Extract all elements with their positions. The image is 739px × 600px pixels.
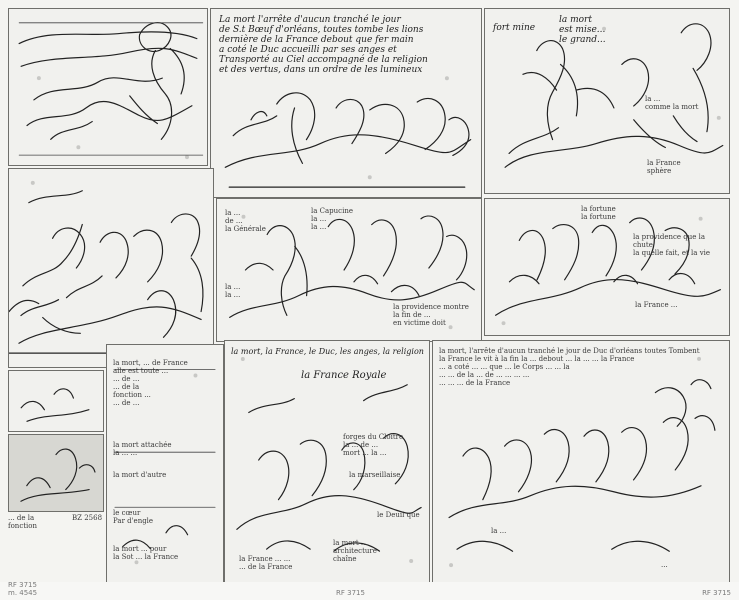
note-inset-label: ... de la fonction	[8, 514, 38, 530]
figure-sketch-right-middle	[495, 216, 721, 326]
note-lower-left-block: la mort, ... de France alle est toute ..…	[113, 359, 188, 407]
note-top-right-mid: la mort est mise... le grand...	[559, 15, 606, 45]
figure-sketch-top-center	[224, 76, 472, 188]
note-lower-mid-4: la mort ... pour la Sot ... la France	[113, 545, 179, 561]
note-lower-mid-5: la France ... ... ... de la France	[239, 555, 293, 571]
bottom-strip	[0, 582, 739, 600]
inset-sketch	[8, 434, 104, 512]
note-lower-mid-3: le cœur Par d'engle	[113, 509, 154, 525]
sketch-panel-top-center: La mort l'arrête d'aucun tranché le jour…	[210, 8, 482, 198]
note-right-bottom: la France ...	[635, 301, 678, 309]
note-lower-right-text: la mort, l'arrête d'aucun tranché le jou…	[439, 347, 700, 387]
note-france-sphere: la France sphère	[647, 159, 681, 175]
note-lower-center-3: le Deuil que	[377, 511, 420, 519]
note-right-top: la fortune la fortune	[581, 205, 616, 221]
sketch-panel-middle-center: la ... de ... la Générale la Capucine la…	[216, 198, 482, 342]
note-lower-small-a: la ...	[491, 527, 507, 535]
sketch-panel-left-middle	[8, 168, 214, 368]
figure-sketch-left-middle	[9, 180, 213, 356]
note-providence: la providence montre la fin de ... en vi…	[393, 303, 469, 327]
sketch-panel-lower-right: la mort, l'arrête d'aucun tranché le jou…	[432, 340, 730, 584]
sketch-panel-top-left	[8, 8, 208, 166]
inset-figure	[20, 448, 96, 502]
note-lower-mid-1: la mort attachée la ... ...	[113, 441, 172, 457]
note-lower-small-b: ...	[661, 561, 668, 569]
note-lower-center: forges du Cloître la ... de ... mort ...…	[343, 433, 404, 457]
note-lower-center-2: la marseillaise	[349, 471, 401, 479]
note-lower-mid-2: la mort d'autre	[113, 471, 167, 479]
figure-sketch-lower-left	[114, 369, 216, 565]
stamp-left: RF 3715 m. 4545	[8, 581, 38, 597]
sketch-panel-top-right: fort mine la mort est mise... le grand..…	[484, 8, 730, 194]
note-lower-center-4: la mort ... architecture chaîne	[333, 539, 377, 563]
note-lower-top-left: la mort, la France, le Duc, les anges, l…	[231, 347, 424, 356]
stamp-center: RF 3715	[336, 589, 365, 597]
figure-sketch-left-small	[20, 388, 90, 422]
note-top-caption: La mort l'arrête d'aucun tranché le jour…	[219, 15, 428, 75]
note-top-right-left: fort mine	[493, 23, 536, 33]
sketch-panel-left-small	[8, 370, 104, 432]
sketch-panel-lower-left: la mort, ... de France alle est toute ..…	[106, 344, 224, 584]
note-middle-small: la ... la ...	[225, 283, 241, 299]
sketch-panel-right-middle: la fortune la fortune la providence que …	[484, 198, 730, 336]
figure-sketch-lower-center	[236, 357, 422, 564]
note-inset-number: BZ 2568	[72, 514, 103, 522]
note-right-mid: la providence que la chute la quelle fai…	[633, 233, 711, 257]
sketch-panel-lower-center: la mort, la France, le Duc, les anges, l…	[224, 340, 430, 584]
stamp-right: RF 3715	[702, 589, 731, 597]
note-middle-left: la ... de ... la Générale	[225, 209, 266, 233]
note-middle-center: la Capucine la ... la ...	[311, 207, 353, 231]
figure-sketch-lower-right	[448, 356, 716, 568]
figure-sketch-top-right	[504, 23, 724, 168]
figure-sketch-middle-center	[229, 214, 475, 330]
figure-sketch-top-left	[18, 22, 204, 160]
note-top-right-small: la ... comme la mort	[645, 95, 699, 111]
note-lower-title: la France Royale	[301, 370, 387, 381]
